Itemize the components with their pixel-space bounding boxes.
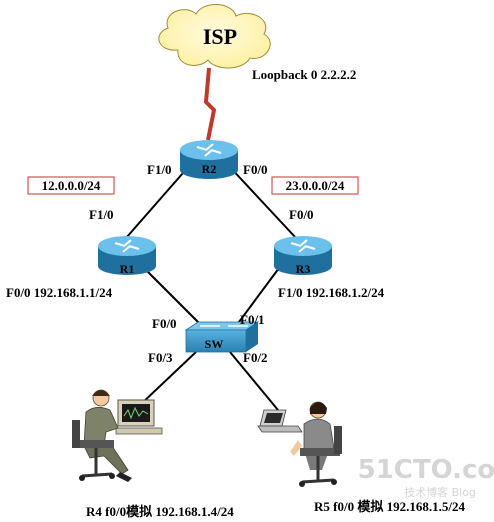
network-right-label: 23.0.0.0/24 [286, 178, 345, 193]
sw-port-f0-3: F0/3 [148, 350, 173, 365]
isp-cloud: ISP [158, 4, 271, 69]
host-r5-label: R5 f0/0 模拟 192.168.1.5/24 [314, 499, 465, 514]
network-box-right: 23.0.0.0/24 [271, 176, 359, 195]
loopback-label: Loopback 0 2.2.2.2 [252, 67, 356, 82]
link-r2-r3 [227, 164, 297, 239]
router-r3: R3 [274, 236, 332, 276]
router-r1-name: R1 [120, 262, 135, 276]
router-r2-name: R2 [202, 162, 217, 176]
r2-if-f1-0: F1/0 [147, 162, 172, 177]
watermark-sub: 技术博客 Blog [404, 485, 476, 499]
link-sw-r5 [229, 351, 279, 411]
router-r3-name: R3 [296, 262, 311, 276]
link-r1-sw [139, 263, 203, 327]
watermark: 51CTO.com 技术博客 Blog [358, 455, 494, 499]
router-r1: R1 [98, 236, 156, 276]
sw-port-f0-2: F0/2 [243, 350, 268, 365]
router-arrows-icon [114, 239, 140, 253]
link-sw-r4 [139, 351, 197, 406]
link-r2-r1 [125, 164, 191, 239]
host-r5-laptop-icon [257, 401, 342, 487]
network-box-left: 12.0.0.0/24 [27, 176, 115, 195]
r1-if-f0-0: F0/0 192.168.1.1/24 [6, 285, 113, 300]
sw-port-f0-1: F0/1 [240, 312, 265, 327]
host-r4-label: R4 f0/0模拟 192.168.1.4/24 [86, 504, 234, 519]
serial-link-isp-r2 [203, 67, 217, 141]
isp-label: ISP [203, 24, 237, 49]
watermark-site: 51CTO.com [358, 455, 494, 485]
r2-if-f0-0: F0/0 [243, 162, 268, 177]
router-arrows-icon [196, 143, 222, 157]
router-r2: R2 [180, 140, 238, 179]
link-r3-sw [235, 263, 283, 327]
r1-if-f1-0: F1/0 [89, 207, 114, 222]
r3-if-f1-0: F1/0 192.168.1.2/24 [278, 285, 385, 300]
links [125, 67, 297, 411]
host-r4-workstation-icon [72, 389, 163, 482]
switch-name: SW [205, 337, 224, 351]
r3-if-f0-0: F0/0 [289, 207, 314, 222]
network-left-label: 12.0.0.0/24 [42, 178, 101, 193]
switch-sw: SW [184, 321, 260, 353]
sw-port-f0-0: F0/0 [152, 316, 177, 331]
router-arrows-icon [290, 239, 316, 253]
